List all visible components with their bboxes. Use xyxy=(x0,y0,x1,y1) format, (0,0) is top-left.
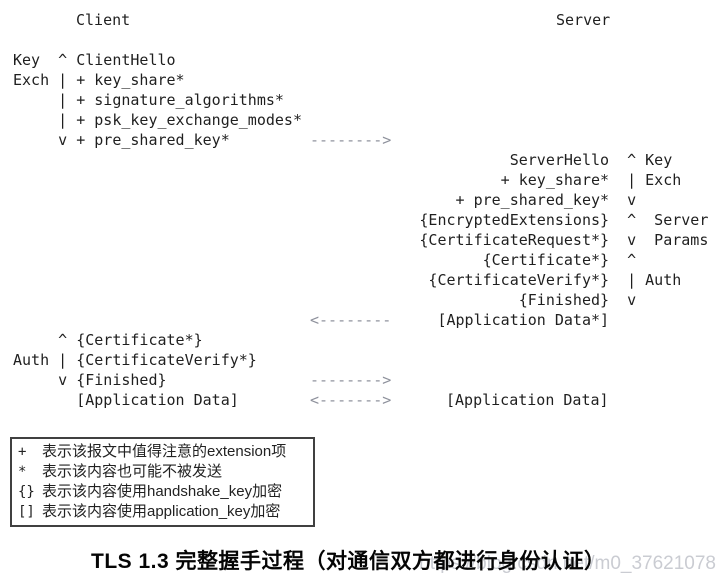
legend-item: [] 表示该内容使用application_key加密 xyxy=(18,502,307,522)
client-column-header: Client xyxy=(76,11,131,29)
watermark: https://blog.csdn.net/m0_37621078 xyxy=(419,553,716,574)
legend-text: 表示该内容使用application_key加密 xyxy=(42,503,281,520)
legend-item: * 表示该内容也可能不被发送 xyxy=(18,462,307,482)
server-column-header: Server xyxy=(556,11,611,29)
tls-handshake-ascii-diagram: Key ^ ClientHello Exch | + key_share* | … xyxy=(13,51,709,409)
client-to-server-arrow: --------> xyxy=(310,371,392,389)
legend-symbol: [] xyxy=(18,504,35,520)
legend-symbol: * xyxy=(18,464,27,480)
legend-box: + 表示该报文中值得注意的extension项 * 表示该内容也可能不被发送 {… xyxy=(10,437,315,527)
legend-text: 表示该报文中值得注意的extension项 xyxy=(42,443,287,460)
legend-text: 表示该内容使用handshake_key加密 xyxy=(42,483,283,500)
legend-symbol: {} xyxy=(18,484,35,500)
figure-caption: TLS 1.3 完整握手过程（对通信双方都进行身份认证） xyxy=(91,550,606,573)
server-application-data-label: [Application Data] xyxy=(446,391,609,409)
server-to-client-arrow: <-------- xyxy=(310,311,392,329)
bidirectional-arrow: <-------> xyxy=(310,391,392,409)
legend-text: 表示该内容也可能不被发送 xyxy=(42,463,223,480)
legend-item: {} 表示该内容使用handshake_key加密 xyxy=(18,482,307,502)
legend-item: + 表示该报文中值得注意的extension项 xyxy=(18,442,307,462)
client-to-server-arrow: --------> xyxy=(310,131,392,149)
legend-symbol: + xyxy=(18,444,27,460)
